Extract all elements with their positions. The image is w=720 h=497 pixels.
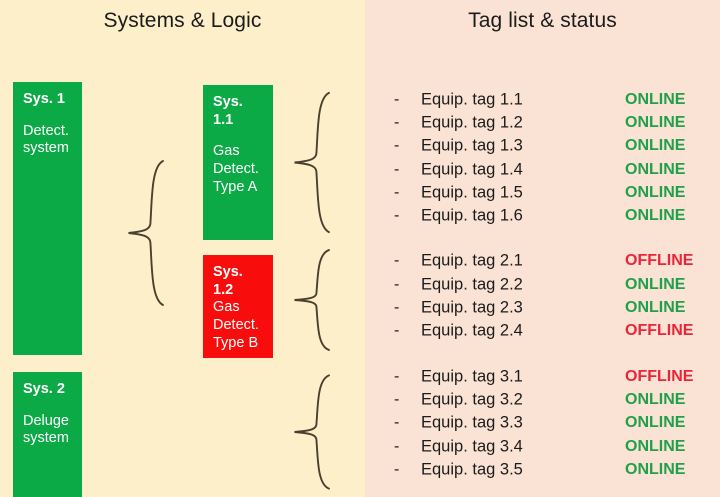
status-badge: ONLINE (625, 160, 686, 178)
tag-name: Equip. tag 2.3 (421, 298, 523, 317)
tag-row[interactable]: - Equip. tag 3.5 ONLINE (365, 458, 720, 481)
tag-row[interactable]: - Equip. tag 3.3 ONLINE (365, 412, 720, 435)
status-badge: ONLINE (625, 137, 686, 155)
tag-name: Equip. tag 3.5 (421, 460, 523, 479)
tag-row[interactable]: - Equip. tag 3.1 OFFLINE (365, 365, 720, 388)
tag-row[interactable]: - Equip. tag 1.4 ONLINE (365, 158, 720, 181)
bullet-dash-icon: - (394, 437, 400, 455)
tag-name: Equip. tag 2.4 (421, 321, 523, 340)
bullet-dash-icon: - (394, 299, 400, 317)
bullet-dash-icon: - (394, 414, 400, 432)
bullet-dash-icon: - (394, 183, 400, 201)
status-badge: OFFLINE (625, 322, 694, 340)
status-badge: ONLINE (625, 390, 686, 408)
tag-row[interactable]: - Equip. tag 2.3 ONLINE (365, 296, 720, 319)
tag-row[interactable]: - Equip. tag 1.2 ONLINE (365, 111, 720, 134)
tag-name: Equip. tag 3.1 (421, 367, 523, 386)
system-box-sys1-1[interactable]: Sys. 1.1 Gas Detect. Type A (203, 85, 273, 240)
tag-group-gap (365, 343, 720, 365)
system-box-line: Detect. (213, 317, 259, 334)
system-box-line: Gas (213, 299, 240, 316)
tag-name: Equip. tag 1.4 (421, 160, 523, 179)
bullet-dash-icon: - (394, 137, 400, 155)
status-badge: ONLINE (625, 183, 686, 201)
system-box-spacer (23, 399, 72, 413)
tag-row[interactable]: - Equip. tag 2.1 OFFLINE (365, 250, 720, 273)
system-box-line: Type B (213, 334, 259, 351)
bullet-dash-icon: - (394, 275, 400, 293)
tag-name: Equip. tag 1.2 (421, 113, 523, 132)
status-badge: ONLINE (625, 460, 686, 478)
tag-name: Equip. tag 3.4 (421, 437, 523, 455)
system-box-sys2[interactable]: Sys. 2 Deluge system (13, 372, 82, 497)
status-badge: ONLINE (625, 113, 686, 131)
bullet-dash-icon: - (394, 390, 400, 408)
tag-row[interactable]: - Equip. tag 1.1 ONLINE (365, 88, 720, 111)
status-badge: ONLINE (625, 207, 686, 225)
bullet-dash-icon: - (394, 113, 400, 131)
system-box-spacer (23, 109, 72, 123)
status-badge: ONLINE (625, 414, 686, 432)
system-box-line: system (23, 140, 69, 157)
system-box-sys1[interactable]: Sys. 1 Detect. system (13, 82, 82, 355)
system-box-title: Sys. 1.1 (213, 94, 243, 128)
system-box-title: Sys. 2 (23, 381, 65, 397)
status-badge: OFFLINE (625, 252, 694, 270)
tag-row[interactable]: - Equip. tag 2.4 OFFLINE (365, 320, 720, 343)
bullet-dash-icon: - (394, 322, 400, 340)
bullet-dash-icon: - (394, 367, 400, 385)
system-box-line: Gas (213, 143, 240, 160)
tag-name: Equip. tag 3.2 (421, 390, 523, 409)
tag-name: Equip. tag 1.5 (421, 183, 523, 202)
tag-name: Equip. tag 2.2 (421, 275, 523, 294)
tag-row[interactable]: - Equip. tag 3.4 ONLINE (365, 435, 720, 458)
tag-name: Equip. tag 1.3 (421, 136, 523, 155)
bullet-dash-icon: - (394, 460, 400, 478)
right-panel-title: Tag list & status (468, 9, 617, 32)
tag-row[interactable]: - Equip. tag 2.2 ONLINE (365, 273, 720, 296)
system-box-title: Sys. 1 (23, 91, 65, 107)
system-box-line: Type A (213, 178, 258, 195)
system-box-line: Detect. (213, 161, 259, 178)
system-box-line: system (23, 430, 69, 447)
system-box-line: Detect. (23, 122, 69, 139)
bullet-dash-icon: - (394, 252, 400, 270)
status-badge: ONLINE (625, 437, 686, 455)
tag-name: Equip. tag 3.3 (421, 413, 523, 432)
status-badge: ONLINE (625, 299, 686, 317)
right-panel (365, 0, 720, 497)
system-box-line: Deluge (23, 412, 69, 429)
tag-name: Equip. tag 1.1 (421, 90, 523, 109)
tag-name: Equip. tag 1.6 (421, 206, 523, 225)
status-badge: OFFLINE (625, 367, 694, 385)
tag-row[interactable]: - Equip. tag 1.3 ONLINE (365, 135, 720, 158)
tag-row[interactable]: - Equip. tag 1.6 ONLINE (365, 204, 720, 227)
status-badge: ONLINE (625, 90, 686, 108)
system-box-title: Sys. 1.2 (213, 264, 243, 298)
tag-group-gap (365, 228, 720, 250)
status-badge: ONLINE (625, 275, 686, 293)
left-panel-title: Systems & Logic (103, 9, 262, 32)
system-box-spacer (213, 129, 263, 143)
tag-row[interactable]: - Equip. tag 3.2 ONLINE (365, 388, 720, 411)
bullet-dash-icon: - (394, 160, 400, 178)
system-box-sys1-2[interactable]: Sys. 1.2 Gas Detect. Type B (203, 255, 273, 358)
tag-name: Equip. tag 2.1 (421, 251, 523, 270)
tag-row[interactable]: - Equip. tag 1.5 ONLINE (365, 181, 720, 204)
bullet-dash-icon: - (394, 90, 400, 108)
bullet-dash-icon: - (394, 207, 400, 225)
